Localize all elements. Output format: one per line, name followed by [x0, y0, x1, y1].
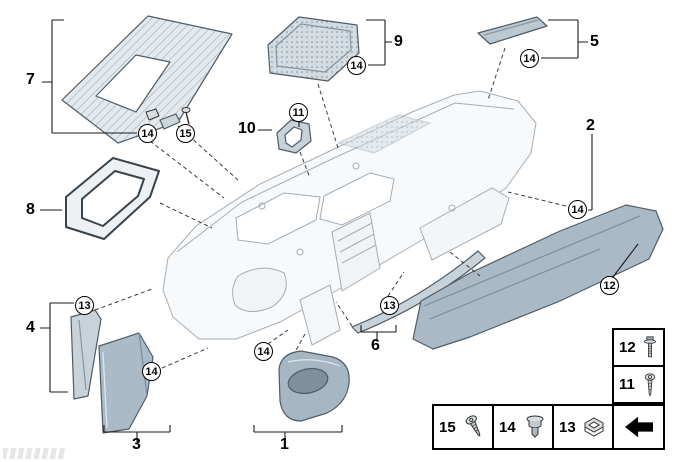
ref-14-part1[interactable]: 14: [254, 342, 273, 361]
small-fastener-sketches: [145, 107, 191, 125]
part-1-column-trim: [278, 350, 350, 422]
ref-14-part2[interactable]: 14: [568, 200, 587, 219]
legend-num-12: 12: [619, 339, 636, 356]
callout-part-7[interactable]: 7: [26, 71, 35, 88]
part-8-bezel-frame: [65, 157, 160, 240]
legend-box-11[interactable]: 11: [612, 365, 665, 404]
ref-15-part7[interactable]: 15: [176, 124, 195, 143]
callout-part-4[interactable]: 4: [26, 319, 35, 336]
expansion-rivet-icon: [526, 415, 544, 438]
spring-clip-icon: [584, 417, 604, 437]
machine-screw-icon: [644, 335, 656, 357]
ref-12-part2[interactable]: 12: [600, 276, 619, 295]
part-7-speaker-cover-left: [61, 15, 233, 144]
ref-14-part5[interactable]: 14: [520, 49, 539, 68]
callout-part-6[interactable]: 6: [371, 337, 380, 354]
legend-num-14: 14: [499, 418, 516, 436]
legend-box-14[interactable]: 14: [492, 404, 554, 450]
callout-bracket-lines: [40, 19, 639, 442]
legend-box-12[interactable]: 12: [612, 328, 665, 367]
part-5-trim-strip-top: [477, 16, 548, 45]
pan-head-screw-icon: [465, 415, 481, 437]
legend-num-13: 13: [559, 418, 576, 436]
part-2-lower-dash-trim: [412, 204, 664, 350]
ref-13-part4[interactable]: 13: [75, 296, 94, 315]
callout-part-10[interactable]: 10: [238, 120, 256, 137]
legend-box-arrow[interactable]: [612, 404, 665, 450]
ref-14-part9[interactable]: 14: [347, 56, 366, 75]
part-4-pillar-strip: [70, 309, 102, 400]
ref-14-part3[interactable]: 14: [142, 362, 161, 381]
ref-11-part10[interactable]: 11: [289, 103, 308, 122]
ref-14-part7[interactable]: 14: [138, 124, 157, 143]
callout-part-5[interactable]: 5: [590, 33, 599, 50]
torx-screw-icon: [644, 372, 656, 397]
instrument-panel-carrier: [162, 90, 537, 346]
part-3-side-trim-panel: [98, 332, 154, 434]
callout-part-2[interactable]: 2: [586, 117, 595, 134]
callout-part-3[interactable]: 3: [132, 436, 141, 453]
legend-num-15: 15: [439, 418, 456, 436]
part-9-speaker-grille-center: [267, 16, 360, 82]
part-10-retaining-bracket: [276, 119, 312, 154]
callout-part-9[interactable]: 9: [394, 33, 403, 50]
callout-part-1[interactable]: 1: [280, 436, 289, 453]
cross-reference-arrow-icon: [624, 416, 653, 438]
legend-num-11: 11: [619, 376, 635, 393]
assembly-dashed-lines: [94, 47, 567, 369]
ref-13-part6[interactable]: 13: [380, 296, 399, 315]
watermark: [3, 448, 65, 459]
legend-box-15[interactable]: 15: [432, 404, 494, 450]
callout-part-8[interactable]: 8: [26, 201, 35, 218]
legend-box-13[interactable]: 13: [552, 404, 614, 450]
